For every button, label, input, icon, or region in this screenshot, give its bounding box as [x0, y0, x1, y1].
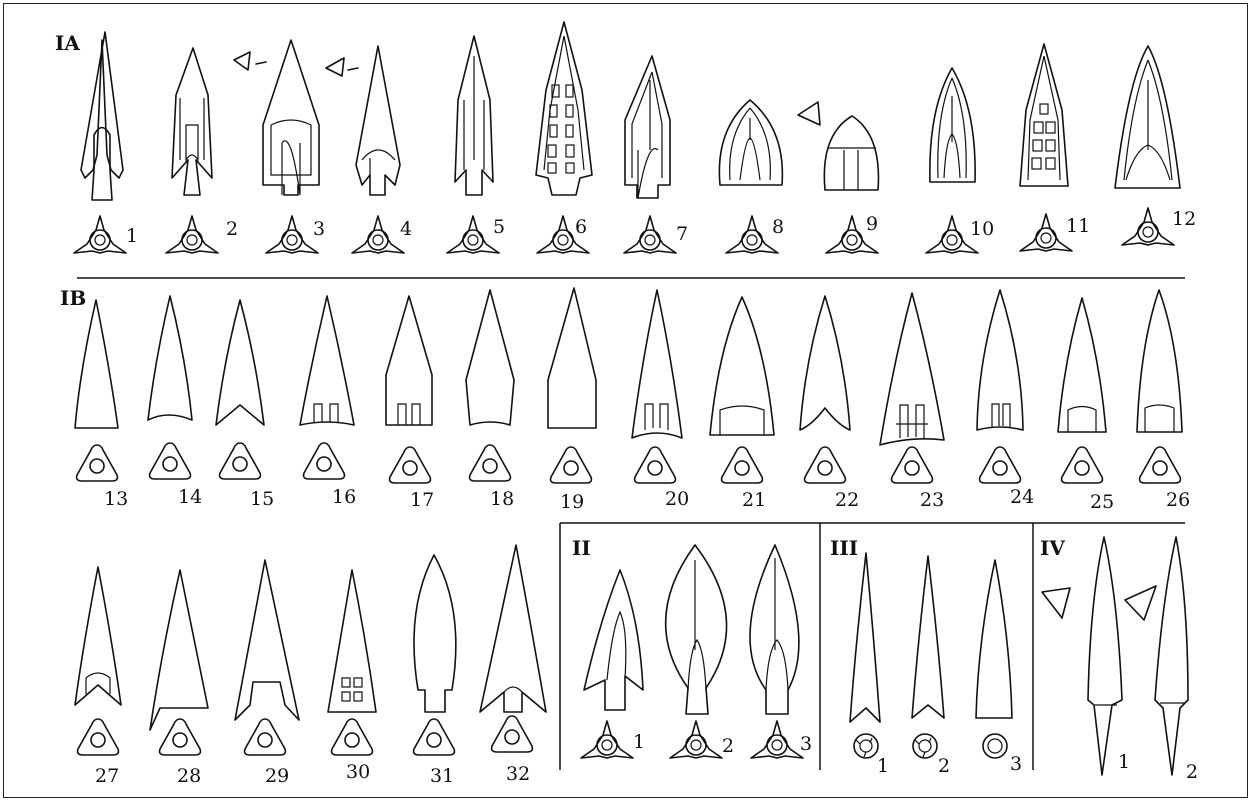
arrowhead-iii-2: [912, 556, 944, 718]
ib-number-28: 28: [177, 765, 201, 787]
ib-number-29: 29: [265, 765, 289, 787]
ib-number-18: 18: [490, 488, 514, 510]
arrowhead-ib-24: [977, 290, 1023, 430]
cross-section-triangular-row-2: [78, 716, 533, 755]
ib-number-32: 32: [506, 763, 530, 785]
arrowhead-ii-1: [584, 570, 643, 710]
ib-number-24: 24: [1010, 486, 1034, 508]
section-label-ib: IB: [60, 286, 86, 310]
arrowhead-ib-18: [466, 290, 514, 425]
ib-number-19: 19: [560, 491, 584, 513]
ia-number-5: 5: [493, 216, 505, 238]
ib-number-23: 23: [920, 489, 944, 511]
ii-number-2: 2: [722, 735, 734, 757]
arrowhead-ib-14: [148, 296, 192, 420]
cross-section-ii-row: [581, 721, 803, 758]
arrowhead-ib-30: [328, 570, 376, 712]
ib-number-31: 31: [430, 765, 454, 787]
ib-number-14: 14: [178, 486, 202, 508]
arrowhead-iii-1: [850, 553, 880, 722]
cross-section-triangular-row-1: [77, 443, 1181, 483]
arrowhead-ia-3: [263, 40, 358, 195]
arrowhead-ii-3: [750, 545, 799, 714]
iv-number-2: 2: [1186, 761, 1198, 783]
arrowhead-ib-27: [75, 567, 121, 705]
section-label-ii: II: [572, 536, 591, 560]
ib-number-25: 25: [1090, 491, 1114, 513]
ia-number-8: 8: [772, 216, 784, 238]
arrowhead-ia-11: [1020, 44, 1068, 186]
arrowhead-ii-2: [666, 545, 727, 714]
ii-number-3: 3: [800, 733, 812, 755]
arrowhead-ib-22: [800, 296, 850, 430]
arrowhead-ia-10: [930, 68, 975, 182]
arrowhead-ia-4: [356, 46, 400, 195]
arrowhead-ib-13: [75, 300, 118, 428]
arrowhead-ib-23: [880, 293, 944, 445]
iv-number-1: 1: [1118, 751, 1130, 773]
ib-number-27: 27: [95, 765, 119, 787]
arrowhead-ia-5: [455, 36, 493, 195]
ia-number-10: 10: [970, 218, 994, 240]
arrowhead-ia-9: [798, 102, 878, 190]
ia-number-7: 7: [676, 223, 688, 245]
ia-number-3: 3: [313, 218, 325, 240]
ia-number-1: 1: [126, 225, 138, 247]
arrowhead-ia-7: [625, 56, 670, 198]
section-label-iii: III: [830, 536, 858, 560]
ia-number-9: 9: [866, 213, 878, 235]
arrowhead-ib-26: [1137, 290, 1182, 432]
ib-number-17: 17: [410, 489, 434, 511]
arrowhead-ib-16: [300, 296, 354, 425]
ia-number-2: 2: [226, 218, 238, 240]
arrowhead-ib-21: [710, 297, 774, 435]
ib-number-16: 16: [332, 486, 356, 508]
arrowhead-ib-29: [235, 560, 299, 720]
ia-number-6: 6: [575, 216, 587, 238]
arrowhead-ib-31: [414, 555, 456, 712]
ib-number-30: 30: [346, 761, 370, 783]
arrowhead-iii-3: [976, 560, 1012, 718]
ia-number-11: 11: [1066, 215, 1090, 237]
ib-number-20: 20: [665, 488, 689, 510]
ib-number-13: 13: [104, 488, 128, 510]
arrowhead-ia-1: [81, 32, 123, 200]
arrowhead-ib-25: [1058, 298, 1106, 432]
cross-section-trilobate-row: [74, 208, 1174, 253]
arrowhead-ib-20: [632, 290, 682, 438]
ib-number-15: 15: [250, 488, 274, 510]
iii-number-1: 1: [877, 755, 889, 777]
arrowhead-ib-32: [480, 545, 546, 712]
arrowhead-iv-1: [1042, 537, 1122, 775]
section-label-iv: IV: [1040, 536, 1065, 560]
ib-number-22: 22: [835, 489, 859, 511]
arrowhead-ia-12: [1115, 46, 1180, 188]
arrowhead-ia-2: [172, 48, 266, 195]
arrowhead-ib-19: [548, 288, 596, 428]
ib-number-26: 26: [1166, 489, 1190, 511]
arrowhead-iv-2: [1125, 537, 1188, 775]
ii-number-1: 1: [633, 731, 645, 753]
arrowhead-ia-6: [536, 22, 592, 195]
section-label-ia: IA: [55, 31, 80, 55]
ia-number-4: 4: [400, 218, 412, 240]
iii-number-3: 3: [1010, 753, 1022, 775]
arrowhead-ib-28: [150, 570, 208, 730]
arrowhead-ib-17: [386, 296, 432, 425]
arrowhead-ia-8: [719, 100, 782, 185]
iii-number-2: 2: [938, 755, 950, 777]
ib-number-21: 21: [742, 489, 766, 511]
arrowhead-ib-15: [216, 300, 264, 425]
ia-number-12: 12: [1172, 208, 1196, 230]
